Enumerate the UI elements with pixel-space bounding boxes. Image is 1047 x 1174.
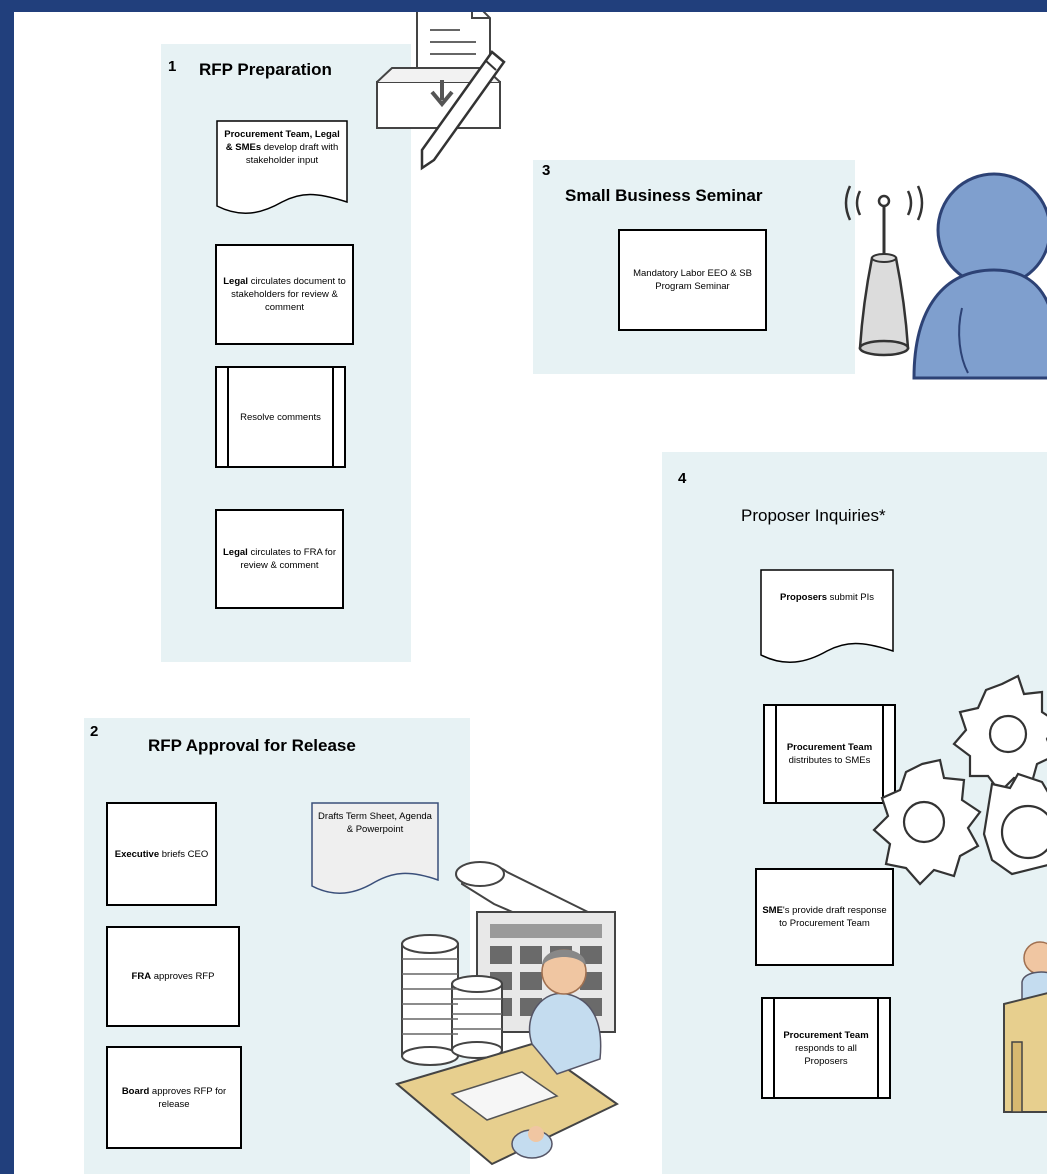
fra-bold: FRA	[131, 971, 152, 982]
broadcast-person-icon	[844, 172, 1047, 380]
process-step-seminar: Mandatory Labor EEO & SB Program Seminar	[618, 229, 767, 331]
panel-1-title: RFP Preparation	[199, 60, 332, 79]
gears-icon	[872, 674, 1047, 886]
document-step-proposers-submit: Proposers submit PIs	[760, 569, 894, 667]
smes-bold: SME	[762, 905, 783, 916]
resolve-comments-text: Resolve comments	[240, 411, 321, 423]
board-bold: Board	[121, 1085, 150, 1097]
panel-2-number: 2	[90, 723, 99, 740]
process-step-legal-to-fra: Legal circulates to FRA for review & com…	[215, 509, 344, 609]
legal-circulates-bold: Legal	[223, 276, 249, 287]
person-desk-icon	[1003, 941, 1047, 1113]
panel-2-title: RFP Approval for Release	[148, 736, 356, 755]
executive-bold: Executive	[114, 848, 160, 860]
executive-rest: briefs CEO	[159, 848, 209, 860]
draft-bold: Procurement Team, Legal & SMEs	[224, 129, 340, 153]
subprocess-step-resolve-comments: Resolve comments	[215, 366, 346, 468]
responds-bold: Procurement Team	[783, 1029, 869, 1041]
process-step-legal-circulates: Legal circulates document to stakeholder…	[215, 244, 354, 345]
process-step-executive-briefs: Executive briefs CEO	[106, 802, 217, 906]
responds-rest: responds to all Proposers	[795, 1042, 857, 1067]
page: 1 RFP Preparation Procurement Team, Lega…	[14, 12, 1047, 1174]
distributes-bold: Procurement Team	[786, 742, 873, 753]
legal-fra-rest: circulates to FRA for review & comment	[240, 547, 336, 571]
fra-rest: approves RFP	[151, 971, 215, 982]
document-step-draft: Procurement Team, Legal & SMEs develop d…	[216, 120, 348, 218]
proposers-bold: Proposers	[780, 592, 827, 603]
panel-3-title: Small Business Seminar	[565, 186, 763, 205]
board-rest: approves RFP for release	[149, 1085, 227, 1110]
process-step-board-approves: Board approves RFP for release	[106, 1046, 242, 1149]
panel-4-number: 4	[678, 470, 687, 487]
legal-fra-bold: Legal	[223, 547, 248, 558]
subprocess-step-responds: Procurement Team responds to all Propose…	[761, 997, 891, 1099]
seminar-text: Mandatory Labor EEO & SB Program Seminar	[633, 268, 752, 292]
legal-circulates-rest: circulates document to stakeholders for …	[231, 276, 346, 313]
process-step-fra-approves: FRA approves RFP	[106, 926, 240, 1027]
document-step-term-sheet: Drafts Term Sheet, Agenda & Powerpoint	[311, 802, 439, 898]
panel-1-number: 1	[168, 58, 177, 75]
proposers-rest: submit PIs	[827, 592, 874, 603]
draft-rest: develop draft with stakeholder input	[245, 142, 339, 166]
panel-3-number: 3	[542, 162, 551, 179]
distributes-rest: distributes to SMEs	[788, 755, 871, 766]
document-pencil-icon	[376, 12, 506, 171]
smes-rest: 's provide draft response to Procurement…	[779, 905, 887, 929]
panel-4-title: Proposer Inquiries*	[741, 506, 886, 525]
accounting-desk-icon	[394, 861, 619, 1166]
term-sheet-text: Drafts Term Sheet, Agenda & Powerpoint	[318, 811, 432, 835]
process-step-smes-draft: SME's provide draft response to Procurem…	[755, 868, 894, 966]
subprocess-step-distributes: Procurement Team distributes to SMEs	[763, 704, 896, 804]
